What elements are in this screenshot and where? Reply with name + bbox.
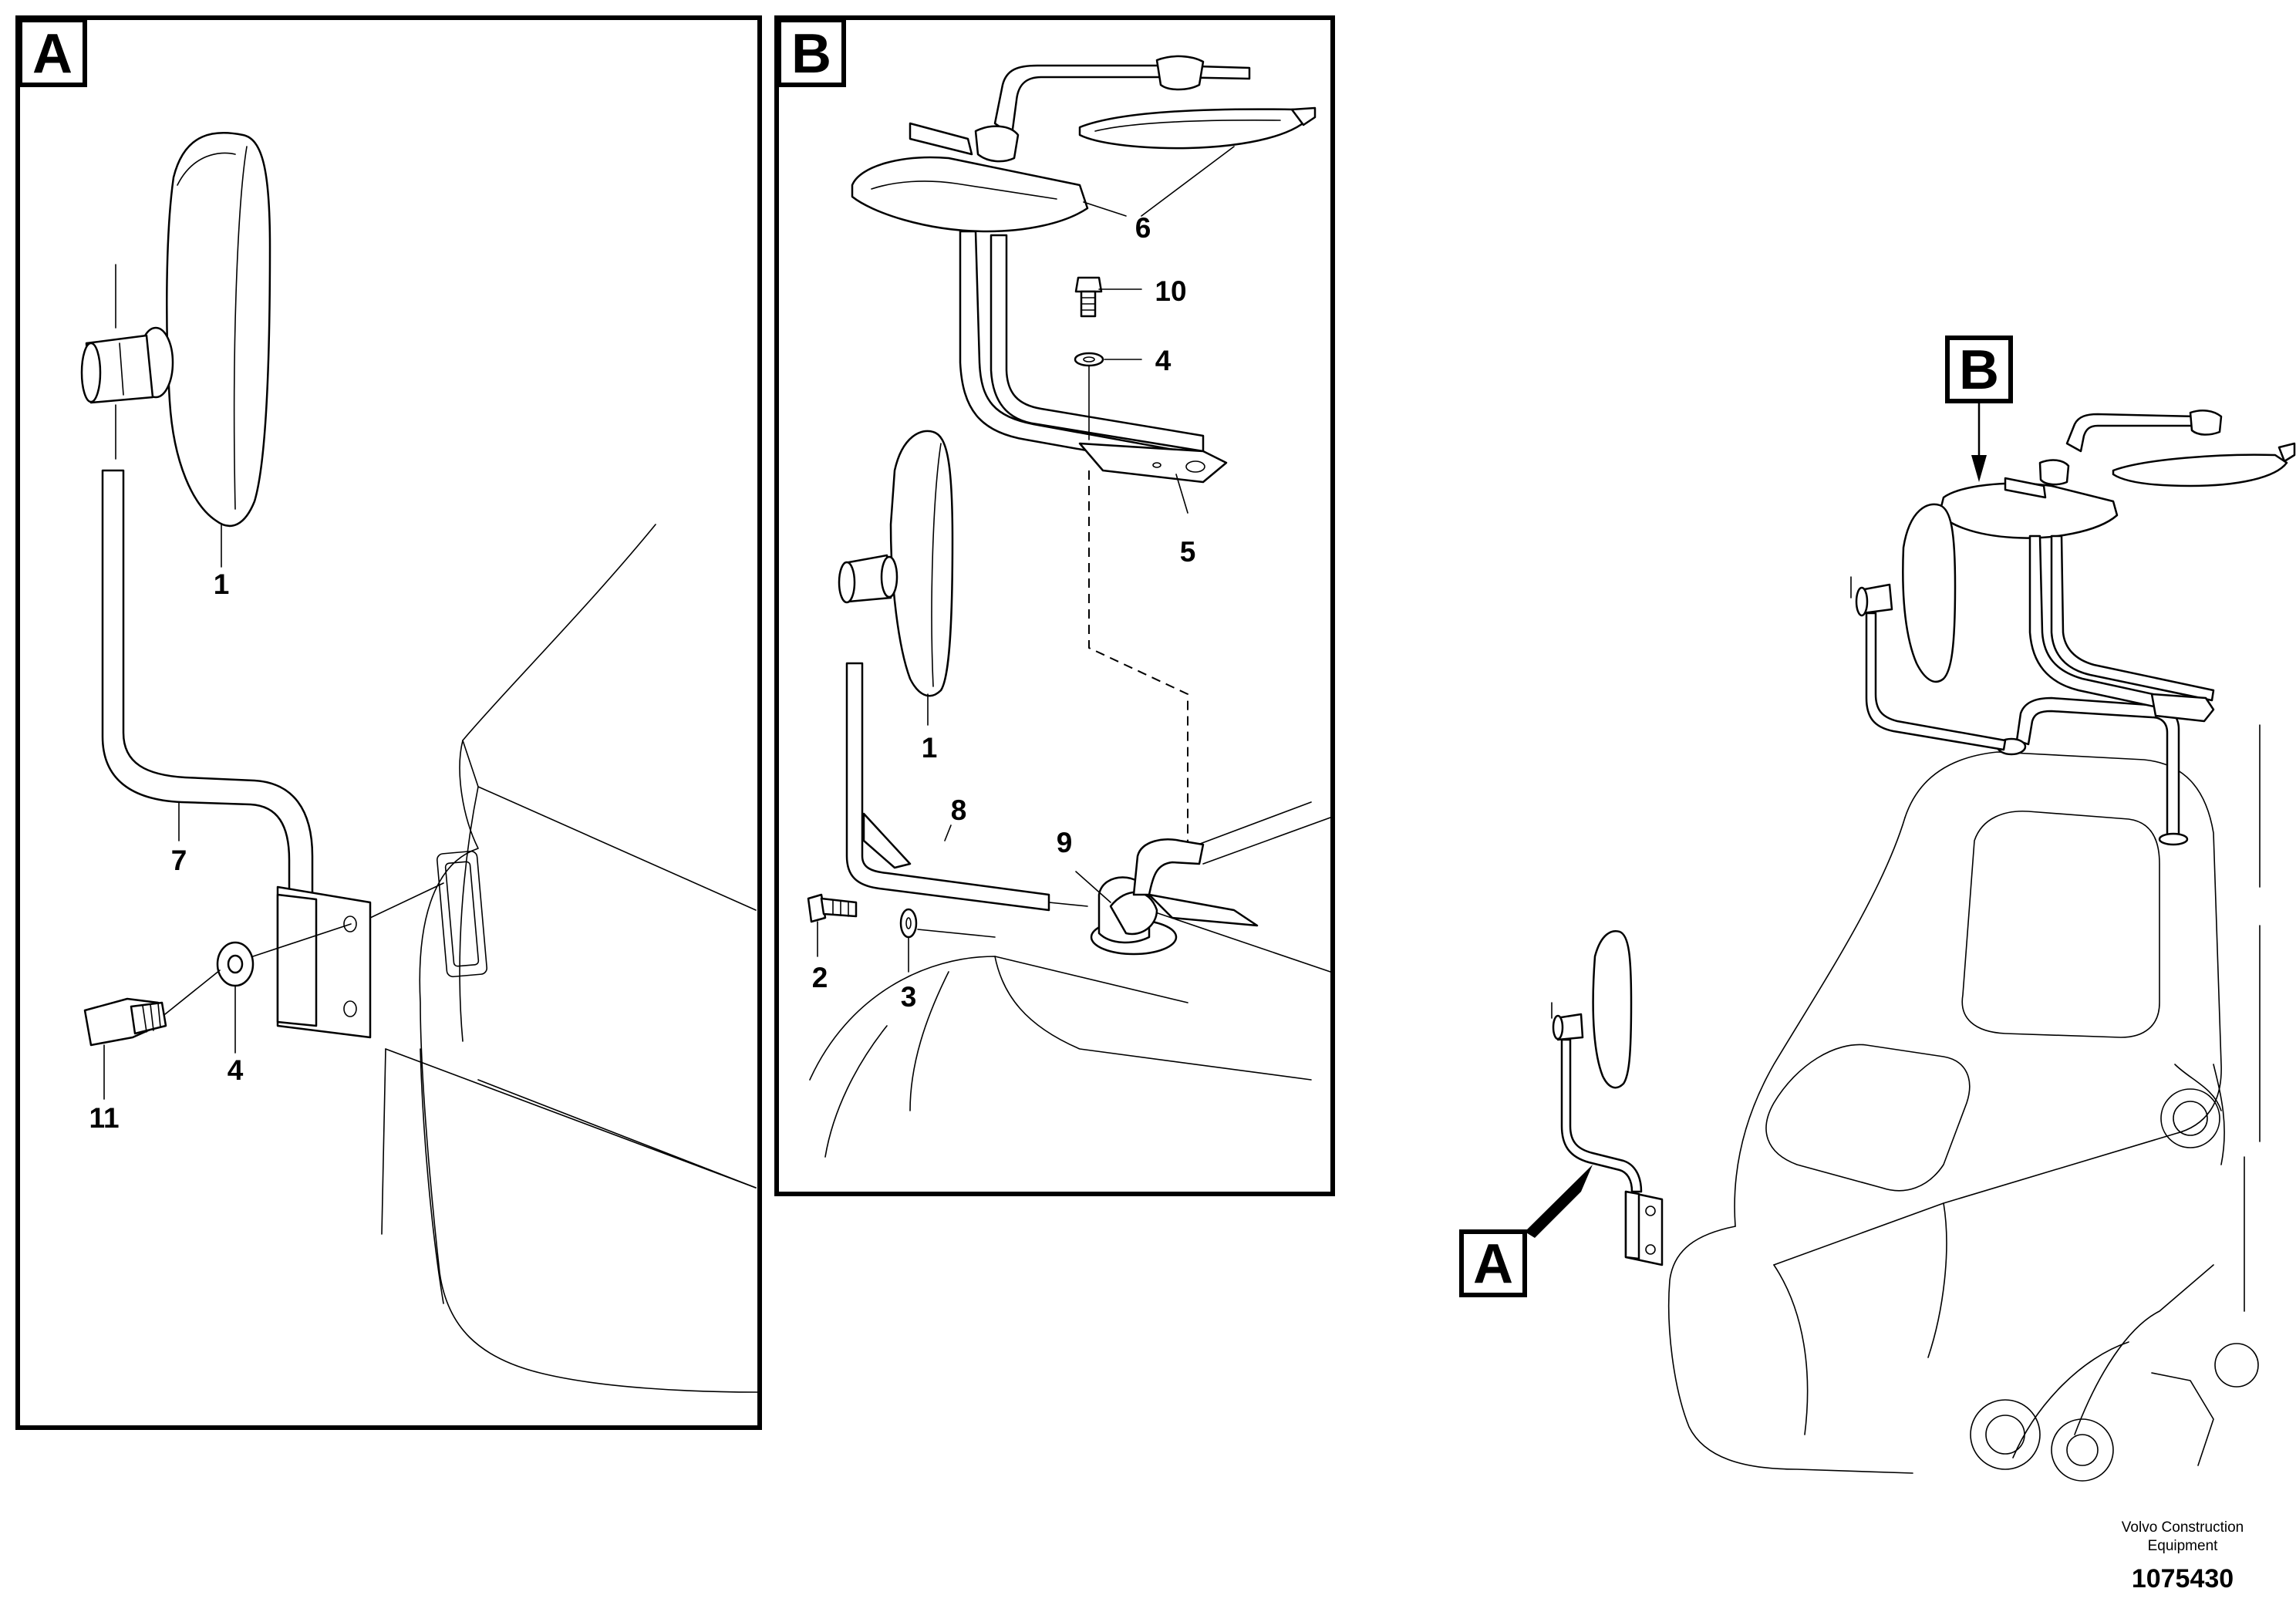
callout-b-8: 8 <box>951 794 967 826</box>
company-name-line1: Volvo Construction <box>2122 1519 2244 1536</box>
document-number: 1075430 <box>2132 1564 2234 1593</box>
mirror-head-b <box>838 430 954 697</box>
callout-b-4: 4 <box>1155 345 1172 376</box>
callouts-a: 1 7 4 11 <box>89 524 244 1134</box>
callout-a-11: 11 <box>89 1102 119 1134</box>
swivel-mount-b <box>1090 838 1205 956</box>
panel-b-letter: B <box>791 23 831 85</box>
mirror-arm-a <box>101 469 444 1039</box>
callout-b-6: 6 <box>1135 212 1151 244</box>
step-plates-b <box>851 106 1317 233</box>
bolt-and-washer-2-3-b <box>807 893 996 939</box>
callout-a-7: 7 <box>171 845 187 876</box>
mirror-head-a <box>80 131 271 528</box>
detail-panel-a: A <box>15 15 762 1430</box>
cab-outline-b <box>809 801 1331 1158</box>
machine-overview: B A <box>1459 336 2296 1482</box>
cab-outline-a <box>381 524 758 1393</box>
bolt-a <box>83 969 221 1047</box>
footer: Volvo Construction Equipment 1075430 <box>2122 1519 2244 1593</box>
callouts-b: 6 10 4 5 1 8 9 2 3 <box>812 146 1235 1013</box>
callout-a-1: 1 <box>214 568 230 600</box>
panel-b-tag <box>777 18 846 87</box>
overview-tag-a-letter: A <box>1473 1233 1513 1295</box>
overview-tag-b-letter: B <box>1959 339 1999 401</box>
callout-b-10: 10 <box>1155 275 1186 307</box>
overview-tag-a: A <box>1459 1165 1593 1297</box>
bolt-and-washer-b <box>1074 276 1188 848</box>
panel-a-letter: A <box>32 23 72 85</box>
callout-b-5: 5 <box>1180 536 1196 568</box>
overview-tag-b: B <box>1945 336 2013 482</box>
callout-b-3: 3 <box>901 981 917 1013</box>
panel-a-tag <box>18 18 87 87</box>
callout-b-9: 9 <box>1057 827 1073 858</box>
mirror-arm-b <box>845 662 1088 912</box>
company-name-line2: Equipment <box>2148 1538 2219 1554</box>
callout-b-2: 2 <box>812 962 828 993</box>
washer-a <box>216 923 352 987</box>
handrail-b <box>909 55 1251 484</box>
callout-b-1: 1 <box>922 732 938 764</box>
callout-a-4: 4 <box>228 1054 244 1086</box>
detail-panel-b: B <box>774 15 1335 1196</box>
